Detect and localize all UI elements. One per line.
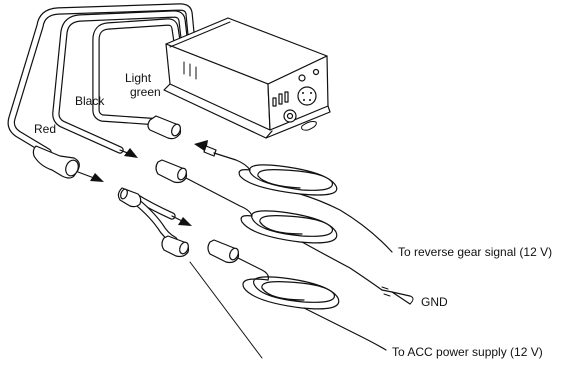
coil-reverse	[194, 140, 393, 253]
coil-acc	[207, 239, 387, 351]
label-green: green	[130, 85, 161, 99]
cable-bundle	[7, 3, 196, 156]
light-green-connector	[147, 115, 182, 140]
label-red: Red	[34, 122, 56, 136]
red-fuse-holder	[32, 145, 104, 182]
label-reverse-gear: To reverse gear signal (12 V)	[398, 245, 552, 259]
black-lead-arrow	[119, 148, 138, 158]
label-light: Light	[125, 71, 152, 85]
split-lead	[117, 187, 192, 258]
control-box	[163, 17, 331, 139]
label-gnd: GND	[421, 295, 448, 309]
leader-line	[189, 261, 263, 359]
coil-gnd	[155, 159, 414, 305]
label-black: Black	[75, 94, 105, 108]
label-acc: To ACC power supply (12 V)	[392, 345, 543, 359]
